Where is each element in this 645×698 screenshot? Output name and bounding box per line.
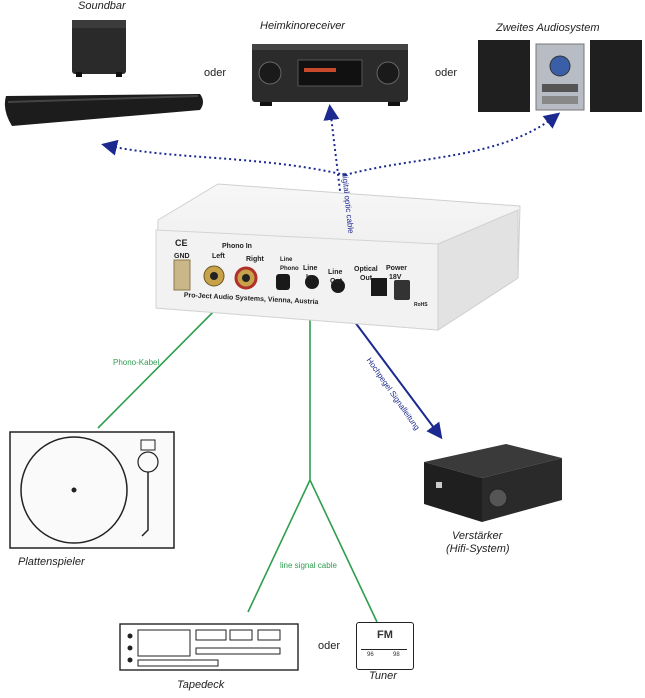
power-label-1: Power	[386, 265, 408, 272]
tuner-label: Tuner	[369, 670, 397, 682]
subwoofer-image	[72, 20, 126, 77]
turntable-image	[9, 431, 175, 549]
line-cable	[247, 295, 378, 623]
or-label-2: oder	[435, 67, 458, 79]
tuner-scale-98: 98	[393, 652, 400, 658]
optical-label-2: Out	[360, 275, 373, 282]
line-cable-label: line signal cable	[280, 561, 337, 570]
line-out-label-1: Line	[328, 269, 343, 276]
optical-label-1: Optical	[354, 266, 378, 273]
power-label-2: 18V	[389, 274, 402, 281]
tapedeck-label: Tapedeck	[177, 679, 225, 691]
switch-line-label: Line	[280, 257, 293, 263]
phono-cable-label: Phono-Kabel	[113, 358, 160, 367]
tuner-scale-line	[361, 649, 407, 650]
amplifier-label-1: Verstärker	[452, 530, 503, 542]
optical-cable-to-audiosystem	[344, 112, 561, 176]
or-label-3: oder	[318, 640, 341, 652]
tuner-band-label: FM	[377, 629, 393, 641]
tuner-image: FM 96 98	[356, 622, 414, 670]
ce-mark: CE	[175, 238, 188, 248]
amplifier-label-2: (Hifi-System)	[446, 543, 510, 555]
tapedeck-image	[119, 623, 299, 671]
line-in-label-2: In	[306, 274, 313, 281]
amplifier-image	[424, 444, 562, 522]
phono-cable	[97, 302, 223, 429]
audiosystem-label: Zweites Audiosystem	[496, 22, 600, 34]
soundbar-label: Soundbar	[78, 0, 126, 12]
gnd-label: GND	[174, 253, 190, 260]
switch-phono-label: Phono	[280, 266, 299, 272]
phono-in-label: Phono In	[222, 243, 252, 250]
right-label: Right	[246, 256, 264, 263]
turntable-label: Plattenspieler	[18, 556, 85, 568]
audiosystem-image	[478, 40, 642, 112]
soundbar-image	[4, 94, 203, 126]
rohs-label: RoHS	[414, 302, 428, 308]
optical-cable-to-soundbar	[101, 139, 346, 176]
receiver-image	[252, 44, 408, 106]
or-label-1: oder	[204, 67, 227, 79]
line-in-label-1: Line	[303, 265, 318, 272]
line-out-label-2: Out	[330, 278, 343, 285]
phono-preamp-image	[155, 183, 521, 331]
left-label: Left	[212, 253, 225, 260]
receiver-label: Heimkinoreceiver	[260, 20, 345, 32]
tuner-scale-96: 96	[367, 652, 374, 658]
